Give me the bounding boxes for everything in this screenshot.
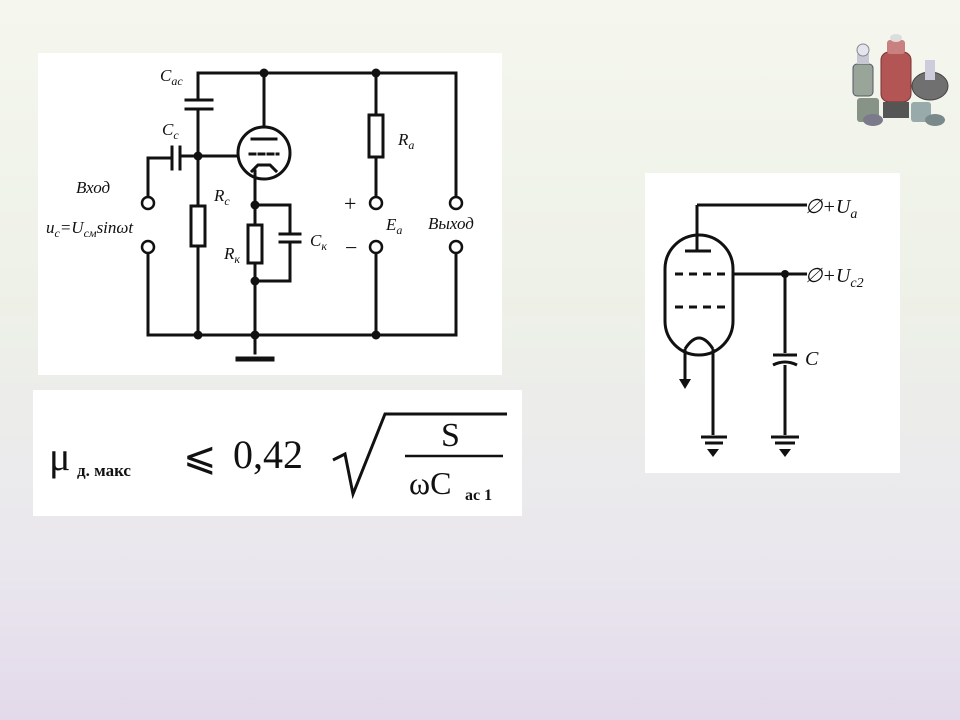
label-input: Вход	[76, 178, 111, 197]
tetrode-tube	[663, 233, 735, 357]
formula-coef: 0,42	[233, 432, 303, 477]
label-uc2: ∅+Uc2	[805, 265, 864, 291]
tetrode-cathode	[683, 336, 715, 350]
label-signal: uc=Ucмsinωt	[46, 218, 134, 240]
junction-grid	[193, 151, 203, 161]
ground-2-tip	[779, 449, 791, 457]
tetrode-svg: ∅+Ua ∅+Uc2 C	[663, 196, 864, 457]
junction-uc2	[781, 270, 789, 278]
label-ua: ∅+Ua	[805, 196, 857, 222]
formula-leq: ⩽	[183, 434, 217, 479]
vacuum-tubes-icon	[845, 30, 953, 130]
input-terminal-top	[140, 195, 156, 211]
rk-resistor	[246, 223, 264, 265]
label-rc: Rc	[213, 186, 230, 208]
junction-cathode	[250, 200, 260, 210]
formula-denominator: ωC	[409, 465, 451, 501]
filament-arrow-icon	[679, 379, 691, 389]
junction-ck	[250, 276, 260, 286]
ea-terminal-minus	[368, 239, 384, 255]
label-ea: Ea	[385, 215, 402, 237]
label-cc: Cc	[162, 120, 179, 142]
formula-svg: μ д. макс ⩽ 0,42 S ωC ac 1	[49, 412, 507, 504]
output-terminal-bottom	[448, 239, 464, 255]
label-ck: Cк	[310, 231, 327, 253]
label-plus: +	[344, 191, 356, 216]
label-cac: Cac	[160, 66, 183, 88]
formula-den-sub: ac 1	[465, 487, 492, 504]
triode-amplifier-circuit: Cac Cc Rc Rк Cк Ra Ea + − Вход Выход uc=…	[38, 53, 502, 375]
label-cap: C	[805, 348, 819, 370]
circuit-svg: Cac Cc Rc Rк Cк Ra Ea + − Вход Выход uc=…	[46, 66, 474, 362]
junction-rk-bottom	[250, 330, 260, 340]
cap-plate-2	[772, 360, 798, 367]
junction-anode	[259, 68, 269, 78]
junction-ra	[371, 68, 381, 78]
formula-numerator: S	[441, 417, 460, 454]
ra-resistor	[367, 113, 385, 159]
label-minus: −	[345, 235, 357, 260]
max-gain-formula: μ д. макс ⩽ 0,42 S ωC ac 1	[33, 390, 522, 516]
ground-1-tip	[707, 449, 719, 457]
tetrode-circuit: ∅+Ua ∅+Uc2 C	[645, 173, 900, 473]
label-rk: Rк	[223, 244, 240, 266]
junction-rc-bottom	[193, 330, 203, 340]
output-terminal-top	[448, 195, 464, 211]
tube-cathode	[249, 163, 279, 174]
junction-ea-bottom	[371, 330, 381, 340]
label-output: Выход	[428, 214, 474, 233]
input-terminal-bottom	[140, 239, 156, 255]
ea-terminal-plus	[368, 195, 384, 211]
vacuum-tubes-svg	[852, 34, 949, 126]
formula-radical	[332, 412, 507, 500]
formula-mu-sub: д. макс	[77, 461, 131, 480]
formula-mu: μ	[49, 434, 70, 479]
label-ra: Ra	[397, 130, 414, 152]
rc-resistor	[189, 204, 207, 248]
